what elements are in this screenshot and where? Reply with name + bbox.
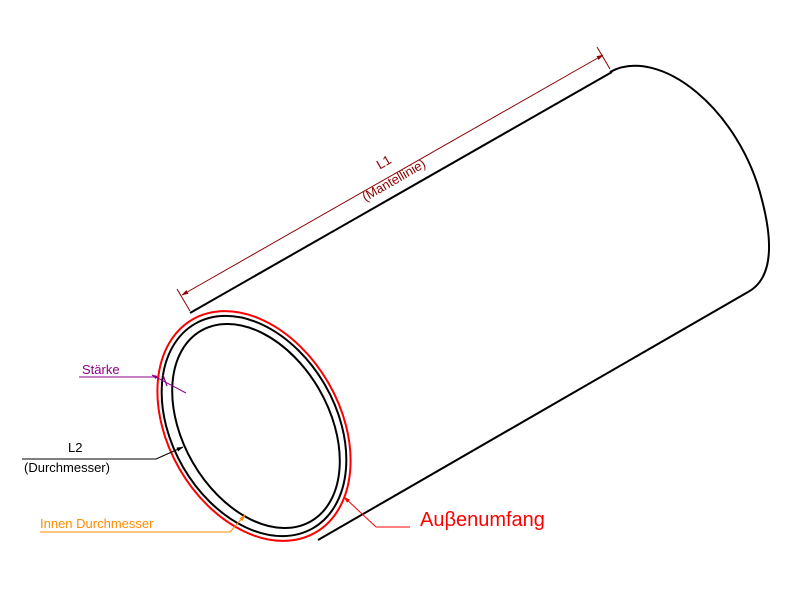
l1-label: L1	[374, 152, 394, 172]
outer-rim-ellipse	[156, 310, 352, 542]
innen-arrow	[229, 514, 246, 533]
l2-arrow	[155, 446, 184, 460]
cylinder-bottom-line	[317, 291, 749, 541]
l2-label: L2	[68, 440, 82, 455]
staerke-tick	[162, 374, 168, 387]
aussen-label: Auβenumfang	[420, 509, 545, 531]
inner-edge-ellipse	[171, 322, 341, 530]
l2-sub-label: (Durchmesser)	[24, 460, 110, 475]
cylinder-far-end	[609, 65, 771, 293]
staerke-dimension	[151, 374, 187, 394]
aussen-arrow	[343, 496, 377, 528]
staerke-label: Stärke	[82, 362, 120, 377]
l1-dimension-line	[181, 54, 604, 296]
cylinder-top-line	[189, 71, 613, 314]
l1-extension-right	[596, 46, 611, 70]
outer-edge-ellipse	[160, 314, 348, 538]
l1-extension-left	[176, 288, 191, 312]
innen-label: Innen Durchmesser	[40, 516, 154, 531]
